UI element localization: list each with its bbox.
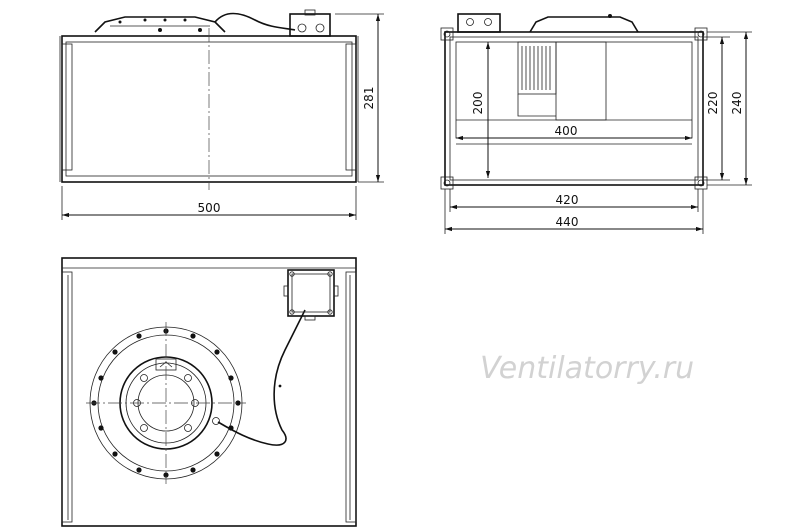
top-terminal-box	[287, 269, 335, 317]
top-right-flange	[345, 271, 357, 523]
front-view: 200 400 420 440 220 240	[440, 13, 752, 234]
cable-gland	[212, 417, 220, 425]
left-flange	[61, 43, 73, 171]
watermark: Ventilatorry.ru	[480, 351, 694, 386]
terminal-box	[289, 13, 331, 37]
top-left-flange	[61, 271, 73, 523]
right-flange	[345, 43, 357, 171]
impeller	[517, 41, 607, 121]
motor-cable	[214, 12, 296, 31]
dim-front-flange-width: 420	[556, 193, 579, 207]
side-view: 500 281	[59, 9, 384, 220]
dim-front-flange-height: 220	[706, 92, 720, 115]
top-view	[61, 257, 357, 527]
front-motor-housing	[529, 16, 639, 33]
front-outer-flange	[444, 31, 704, 186]
dim-front-inner-width: 400	[555, 124, 578, 138]
dim-front-inner-height: 200	[471, 92, 485, 115]
dim-side-height: 281	[362, 87, 376, 110]
bolt-ring	[91, 328, 241, 478]
top-casing	[61, 257, 357, 527]
top-cable	[217, 309, 306, 446]
dim-front-outer-height: 240	[730, 92, 744, 115]
front-terminal-box	[457, 13, 501, 33]
dim-side-width: 500	[198, 201, 221, 215]
dim-front-outer-width: 440	[556, 215, 579, 229]
motor-housing-top	[94, 16, 226, 33]
